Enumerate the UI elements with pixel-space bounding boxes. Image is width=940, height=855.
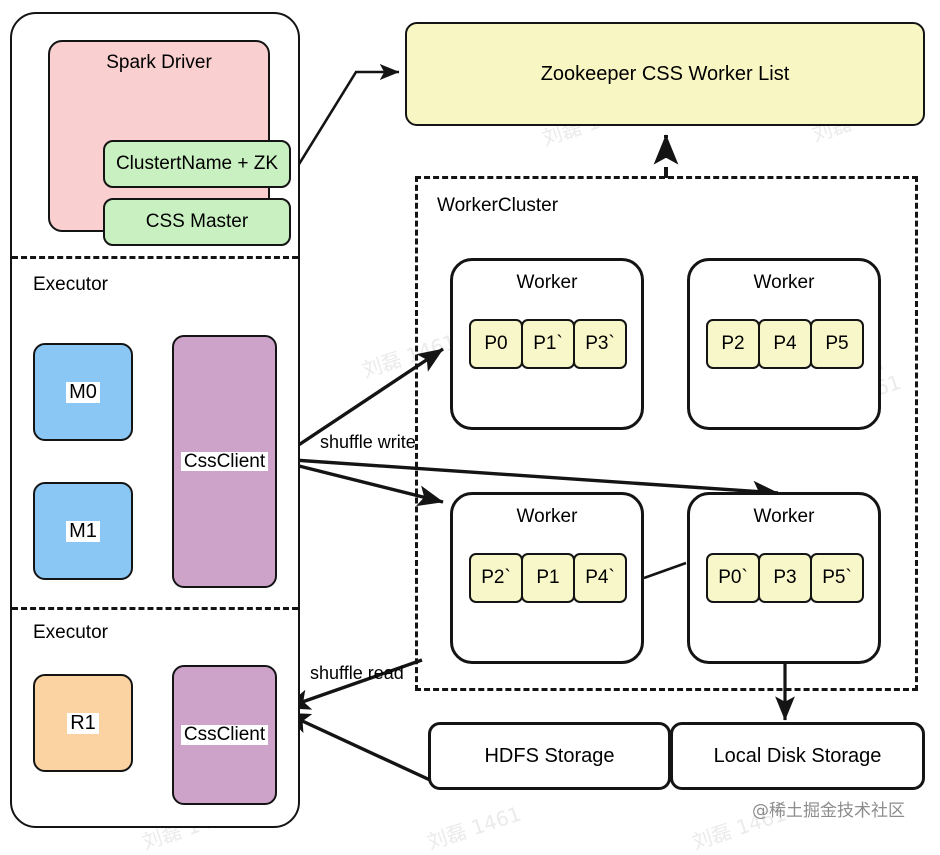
driver-item-label: ClustertName + ZK xyxy=(115,153,279,174)
storage-label: Local Disk Storage xyxy=(713,744,882,767)
css-client-label: CssClient xyxy=(180,725,269,745)
partition-cell[interactable]: P2 xyxy=(706,319,760,369)
map-task-m0[interactable]: M0 xyxy=(33,343,133,441)
map-task-label: M0 xyxy=(66,381,100,403)
executor-separator-top xyxy=(12,256,298,259)
partition-cell[interactable]: P4 xyxy=(758,319,812,369)
zookeeper-worker-list-box[interactable]: Zookeeper CSS Worker List xyxy=(405,22,925,126)
css-client-executor-2[interactable]: CssClient xyxy=(172,665,277,805)
spark-driver-title: Spark Driver xyxy=(106,52,212,73)
partition-cell[interactable]: P0` xyxy=(706,553,760,603)
reduce-task-label: R1 xyxy=(67,712,99,734)
driver-item-css-master[interactable]: CSS Master xyxy=(103,198,291,246)
partition-cell[interactable]: P5 xyxy=(810,319,864,369)
worker-box-3[interactable]: Worker P2` P1 P4` xyxy=(450,492,644,664)
executor-2-label: Executor xyxy=(33,622,108,643)
storage-label: HDFS Storage xyxy=(484,744,615,767)
zookeeper-label: Zookeeper CSS Worker List xyxy=(540,62,790,85)
css-client-executor-1[interactable]: CssClient xyxy=(172,335,277,588)
executor-1-label: Executor xyxy=(33,274,108,295)
worker-title: Worker xyxy=(753,272,815,293)
spark-driver-box: Spark Driver ClustertName + ZK CSS Maste… xyxy=(48,40,291,246)
worker-title: Worker xyxy=(516,272,578,293)
partition-cell[interactable]: P0 xyxy=(469,319,523,369)
worker-box-2[interactable]: Worker P2 P4 P5 xyxy=(687,258,881,430)
background-watermark-7: 刘磊 1461 xyxy=(424,801,525,855)
partition-row: P2` P1 P4` xyxy=(453,553,641,603)
worker-cluster-label: WorkerCluster xyxy=(437,195,559,216)
css-client-label: CssClient xyxy=(180,451,269,472)
site-watermark: @稀土掘金技术社区 xyxy=(752,801,905,821)
shuffle-write-label: shuffle write xyxy=(320,432,416,452)
partition-cell[interactable]: P3 xyxy=(758,553,812,603)
worker-cluster-region xyxy=(415,176,918,691)
reduce-task-r1[interactable]: R1 xyxy=(33,674,133,772)
map-task-label: M1 xyxy=(66,520,100,542)
shuffle-read-label: shuffle read xyxy=(310,663,404,683)
driver-item-label: CSS Master xyxy=(145,211,249,232)
partition-cell[interactable]: P3` xyxy=(573,319,627,369)
partition-cell[interactable]: P2` xyxy=(469,553,523,603)
executor-separator-bottom xyxy=(12,607,298,610)
local-disk-storage-box[interactable]: Local Disk Storage xyxy=(670,722,925,790)
worker-title: Worker xyxy=(516,506,578,527)
partition-row: P0` P3 P5` xyxy=(690,553,878,603)
partition-row: P2 P4 P5 xyxy=(690,319,878,369)
partition-cell[interactable]: P1` xyxy=(521,319,575,369)
worker-box-4[interactable]: Worker P0` P3 P5` xyxy=(687,492,881,664)
worker-title: Worker xyxy=(753,506,815,527)
partition-cell[interactable]: P1 xyxy=(521,553,575,603)
hdfs-storage-box[interactable]: HDFS Storage xyxy=(428,722,671,790)
map-task-m1[interactable]: M1 xyxy=(33,482,133,580)
driver-item-clustername-zk[interactable]: ClustertName + ZK xyxy=(103,140,291,188)
partition-row: P0 P1` P3` xyxy=(453,319,641,369)
edge-shuffle-read-hdfs xyxy=(284,711,431,782)
partition-cell[interactable]: P4` xyxy=(573,553,627,603)
worker-box-1[interactable]: Worker P0 P1` P3` xyxy=(450,258,644,430)
partition-cell[interactable]: P5` xyxy=(810,553,864,603)
